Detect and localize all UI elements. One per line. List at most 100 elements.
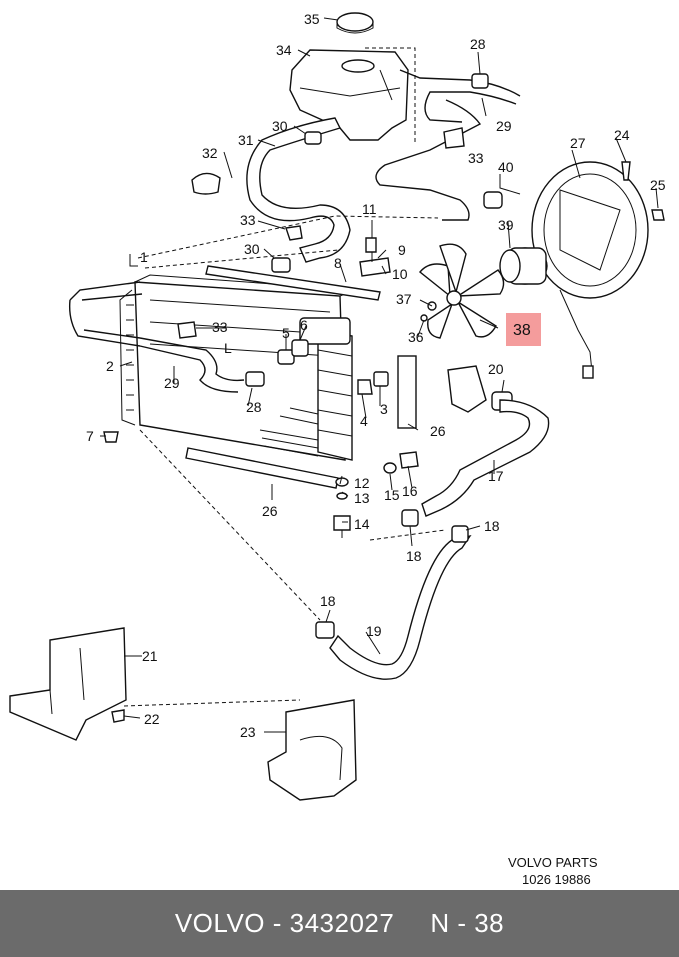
clamp-18-b	[451, 525, 469, 543]
bracket-33-top	[443, 127, 465, 149]
callout-27: 27	[570, 135, 586, 151]
callout-30-lower: 30	[244, 241, 260, 257]
callout-15: 15	[384, 487, 400, 503]
expansion-tank	[289, 49, 409, 141]
expansion-tank-cap	[336, 12, 374, 34]
callout-28: 28	[470, 36, 486, 52]
callout-18-bottom: 18	[320, 593, 336, 609]
seal-strip-26-lower	[185, 447, 339, 489]
callout-37: 37	[396, 291, 412, 307]
callout-29: 29	[496, 118, 512, 134]
callout-25: 25	[650, 177, 666, 193]
cooling-system-diagram: 35 34 28 29 30 31 32 33 40 27 24 25 39 3…	[9, 11, 666, 801]
callout-23: 23	[240, 724, 256, 740]
fan-motor-39	[499, 247, 548, 285]
footer-position: N - 38	[430, 908, 505, 938]
callout-34: 34	[276, 42, 292, 58]
callout-39: 39	[498, 217, 514, 233]
callout-11: 11	[362, 201, 377, 217]
plug-3	[373, 371, 389, 387]
bushing-40	[483, 191, 503, 209]
pipe-29-lower	[139, 337, 245, 393]
radiator	[119, 274, 356, 461]
callout-9: 9	[398, 242, 406, 258]
deflector-21	[9, 627, 127, 741]
callout-26-vertical: 26	[430, 423, 446, 439]
callout-33: 33	[468, 150, 484, 166]
clip-33-middle	[285, 225, 303, 241]
callout-40: 40	[498, 159, 514, 175]
callout-L: L	[224, 340, 232, 356]
callout-30: 30	[272, 118, 288, 134]
fan-bracket-9-10-11	[359, 237, 391, 277]
bleed-screw-16	[399, 451, 419, 469]
footer-bar: VOLVO - 3432027 N - 38	[0, 890, 679, 957]
clamp-28-top	[471, 73, 489, 89]
nut-25	[651, 209, 665, 221]
callout-19: 19	[366, 623, 382, 639]
callout-33-radiator: 33	[212, 319, 228, 335]
hose-19	[329, 534, 472, 680]
clamp-30-lower	[271, 257, 291, 273]
seal-strip-8	[205, 265, 381, 301]
callout-26-lower: 26	[262, 503, 278, 519]
callout-20: 20	[488, 361, 504, 377]
highlight-box-38	[506, 313, 541, 346]
callout-18-right: 18	[484, 518, 500, 534]
deflector-23	[267, 699, 357, 801]
clip-33-radiator	[177, 321, 197, 339]
callout-22: 22	[144, 711, 160, 727]
callout-14: 14	[354, 516, 370, 532]
volvo-parts-stamp: VOLVO PARTS 1026 19886	[508, 854, 598, 888]
callout-21: 21	[142, 648, 158, 664]
callout-7: 7	[86, 428, 94, 444]
callout-16: 16	[402, 483, 418, 499]
stamp-line-2: 1026 19886	[522, 872, 591, 887]
callout-labels: 35 34 28 29 30 31 32 33 40 27 24 25 39 3…	[86, 11, 666, 740]
bolt-7	[103, 431, 119, 443]
washer-15	[383, 462, 397, 474]
fitting-4	[357, 379, 373, 395]
fan-shroud-27	[531, 161, 649, 379]
callout-4: 4	[360, 413, 368, 429]
fan-blade-38	[419, 243, 505, 339]
callout-24: 24	[614, 127, 630, 143]
bolt-24	[621, 161, 631, 181]
callout-6: 6	[300, 317, 308, 333]
hose-29-upper	[399, 69, 521, 123]
callout-33-middle: 33	[240, 212, 256, 228]
hose-31	[246, 117, 351, 263]
callout-32: 32	[202, 145, 218, 161]
callout-31: 31	[238, 132, 254, 148]
callout-38: 38	[513, 322, 531, 339]
clip-32	[191, 172, 221, 195]
footer-part-number: VOLVO - 3432027	[174, 908, 395, 938]
clamp-18-c	[315, 621, 335, 639]
pipe-2	[68, 281, 143, 347]
callout-18-center: 18	[406, 548, 422, 564]
stamp-line-1: VOLVO PARTS	[508, 855, 598, 870]
clamp-30-upper	[304, 131, 322, 145]
callout-13: 13	[354, 490, 370, 506]
callout-2: 2	[106, 358, 114, 374]
callout-10: 10	[392, 266, 408, 282]
leader-lines	[100, 17, 659, 733]
callout-5: 5	[282, 325, 290, 341]
screw-22	[111, 709, 125, 723]
sensor-6	[291, 339, 309, 357]
callout-8: 8	[334, 255, 342, 271]
callout-36: 36	[408, 329, 424, 345]
callout-1: 1	[140, 249, 148, 265]
callout-28-lower: 28	[246, 399, 262, 415]
callout-12: 12	[354, 475, 370, 491]
callout-35: 35	[304, 11, 320, 27]
callout-3: 3	[380, 401, 388, 417]
clamp-28-lower	[245, 371, 265, 387]
hose-17	[421, 399, 550, 517]
clamp-18-a	[401, 509, 419, 527]
thermostat-housing	[447, 365, 487, 413]
callout-29-lower: 29	[164, 375, 180, 391]
reference-frame	[137, 47, 446, 621]
callout-17: 17	[488, 468, 504, 484]
seal-strip-26-vertical	[397, 355, 417, 429]
